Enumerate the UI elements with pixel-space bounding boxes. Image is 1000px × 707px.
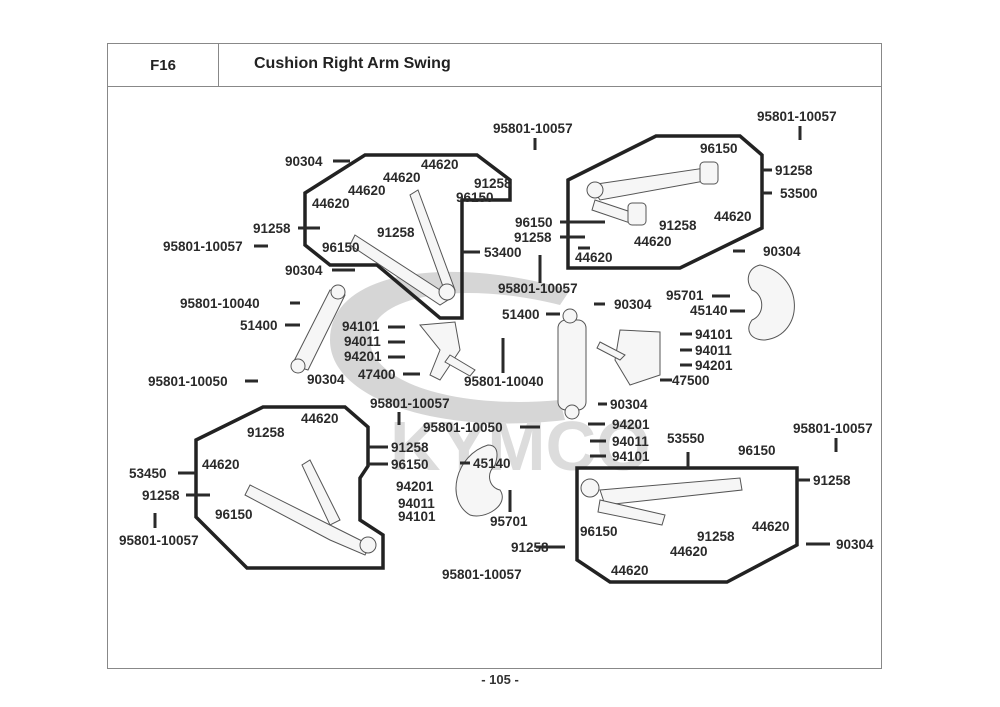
callout-label: 44620 <box>301 411 339 426</box>
callout-label: 94101 <box>398 509 436 524</box>
callout-label: 44620 <box>611 563 649 578</box>
callout-label: 95801-10057 <box>757 109 837 124</box>
callout-label: 94011 <box>398 496 435 511</box>
callout-label: 94201 <box>612 417 650 432</box>
callout-label: 47500 <box>672 373 710 388</box>
callout-label: 96150 <box>215 507 253 522</box>
right-knuckle <box>596 329 661 386</box>
callout-label: 91258 <box>511 540 549 555</box>
callout-label: 94101 <box>695 327 733 342</box>
callout-label: 94011 <box>344 334 381 349</box>
watermark-text: KYMCO <box>390 407 651 485</box>
callout-label: 45140 <box>473 456 511 471</box>
callout-label: 96150 <box>391 457 429 472</box>
callout-label: 90304 <box>614 297 652 312</box>
lower-left-a-arm <box>244 459 377 556</box>
lower-right-a-arm <box>580 477 743 526</box>
left-shock-absorber <box>290 284 346 374</box>
callout-label: 94201 <box>695 358 733 373</box>
callout-label: 51400 <box>240 318 278 333</box>
callout-label: 95701 <box>666 288 704 303</box>
callout-label: 94101 <box>342 319 380 334</box>
callout-label: 95801-10057 <box>793 421 873 436</box>
callout-label: 95801-10057 <box>442 567 522 582</box>
callout-label: 96150 <box>322 240 360 255</box>
page-number: - 105 - <box>481 672 519 687</box>
callout-label: 45140 <box>690 303 728 318</box>
callout-label: 94101 <box>612 449 650 464</box>
callout-label: 94011 <box>612 434 649 449</box>
callout-label: 53550 <box>667 431 705 446</box>
callout-label: 90304 <box>307 372 345 387</box>
callout-label: 91258 <box>142 488 180 503</box>
callout-label: 95801-10040 <box>464 374 544 389</box>
callout-label: 96150 <box>738 443 776 458</box>
callout-labels: 90304 44620 44620 91258 44620 96150 4462… <box>119 109 874 582</box>
callout-label: 91258 <box>474 176 512 191</box>
upper-right-a-arm <box>586 161 719 226</box>
callout-label: 94201 <box>344 349 382 364</box>
upper-left-a-arm <box>349 189 456 306</box>
callout-label: 95801-10057 <box>370 396 450 411</box>
callout-label: 53500 <box>780 186 818 201</box>
callout-label: 53450 <box>129 466 167 481</box>
callout-label: 44620 <box>634 234 672 249</box>
callout-label: 44620 <box>752 519 790 534</box>
callout-label: 44620 <box>421 157 459 172</box>
callout-label: 91258 <box>813 473 851 488</box>
page-title: Cushion Right Arm Swing <box>254 55 451 72</box>
callout-label: 44620 <box>575 250 613 265</box>
callout-label: 94011 <box>695 343 732 358</box>
group-outline-lower-right <box>575 466 799 584</box>
callout-label: 95801-10057 <box>119 533 199 548</box>
callout-label: 90304 <box>610 397 648 412</box>
callout-label: 44620 <box>670 544 708 559</box>
callout-label: 95801-10057 <box>498 281 578 296</box>
callout-label: 96150 <box>580 524 618 539</box>
callout-label: 91258 <box>391 440 429 455</box>
callout-label: 44620 <box>383 170 421 185</box>
callout-label: 95801-10050 <box>423 420 503 435</box>
callout-label: 91258 <box>659 218 697 233</box>
brake-disc-right <box>747 264 795 341</box>
callout-label: 51400 <box>502 307 540 322</box>
callout-label: 95801-10050 <box>148 374 228 389</box>
callout-label: 91258 <box>514 230 552 245</box>
diagram-frame <box>107 43 882 669</box>
callout-label: 96150 <box>515 215 553 230</box>
callout-label: 95701 <box>490 514 528 529</box>
callout-label: 91258 <box>247 425 285 440</box>
callout-label: 91258 <box>775 163 813 178</box>
callout-label: 95801-10057 <box>163 239 243 254</box>
kymco-watermark: KYMCO <box>330 271 651 485</box>
callout-label: 94201 <box>396 479 434 494</box>
callout-label: 90304 <box>285 263 323 278</box>
callout-label: 53400 <box>484 245 522 260</box>
callout-label: 96150 <box>700 141 738 156</box>
callout-label: 44620 <box>312 196 350 211</box>
callout-label: 44620 <box>348 183 386 198</box>
left-knuckle <box>419 321 476 381</box>
callout-label: 90304 <box>836 537 874 552</box>
group-outline-lower-left <box>194 405 385 570</box>
callout-label: 44620 <box>714 209 752 224</box>
section-code: F16 <box>107 43 219 87</box>
callout-label: 91258 <box>377 225 415 240</box>
callout-label: 91258 <box>697 529 735 544</box>
callout-label: 47400 <box>358 367 396 382</box>
callout-label: 96150 <box>456 190 494 205</box>
callout-label: 95801-10040 <box>180 296 260 311</box>
callout-label: 90304 <box>763 244 801 259</box>
callout-label: 90304 <box>285 154 323 169</box>
callout-label: 91258 <box>253 221 291 236</box>
header-divider <box>219 86 882 87</box>
leader-lines <box>153 126 838 549</box>
right-shock-absorber <box>557 308 587 420</box>
callout-label: 44620 <box>202 457 240 472</box>
group-outline-upper-left <box>303 153 512 320</box>
callout-label: 95801-10057 <box>493 121 573 136</box>
